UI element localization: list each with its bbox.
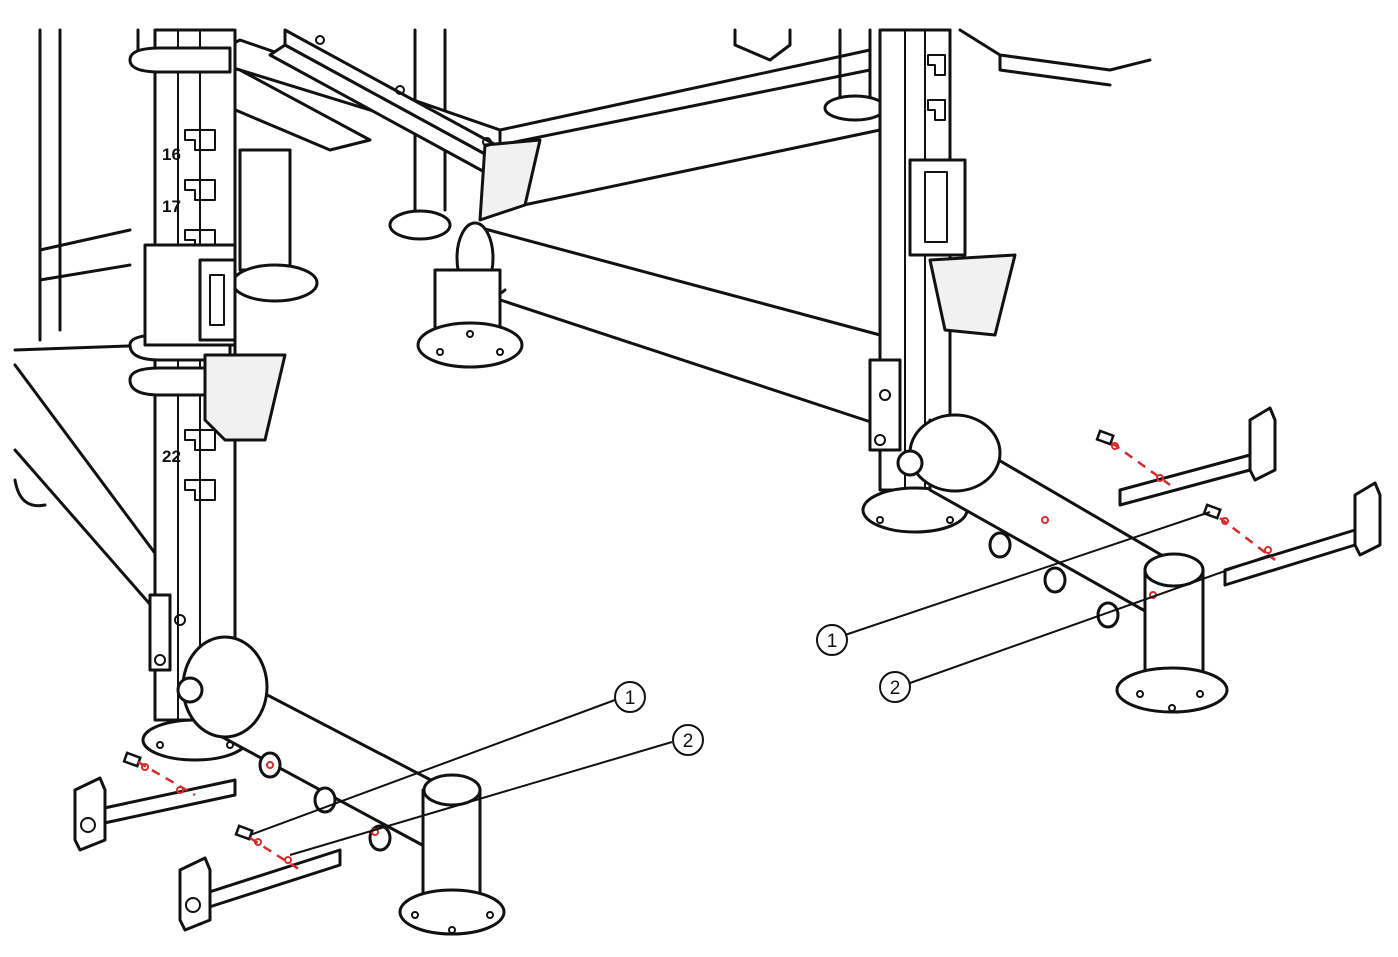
upright-number: 22 (162, 447, 181, 466)
left-front-upright: 16 17 18 22 (128, 28, 287, 722)
callout-right-1: 1 (816, 511, 1211, 656)
right-front-upright (868, 28, 1017, 492)
callout-left-2: 2 (289, 724, 704, 856)
left-arm-tube (176, 635, 506, 936)
left-storage-peg-upper (73, 751, 237, 852)
upright-number: 17 (162, 197, 181, 216)
rear-cross-tube (455, 221, 882, 427)
callout-label: 2 (683, 731, 694, 752)
callout-label: 2 (890, 678, 901, 699)
upright-number: 16 (162, 145, 181, 164)
right-storage-peg-upper (1095, 406, 1277, 507)
left-storage-peg-lower (178, 824, 342, 932)
callout-right-2: 2 (879, 554, 1271, 703)
right-base-foot (861, 486, 969, 534)
right-arm-tube (896, 413, 1229, 714)
diagonal-bar (268, 28, 542, 222)
callout-left-1: 1 (249, 681, 646, 836)
callout-label: 1 (625, 688, 636, 709)
right-storage-peg-lower (1202, 481, 1382, 587)
rear-middle-leg (416, 268, 524, 369)
callout-label: 1 (827, 631, 838, 652)
